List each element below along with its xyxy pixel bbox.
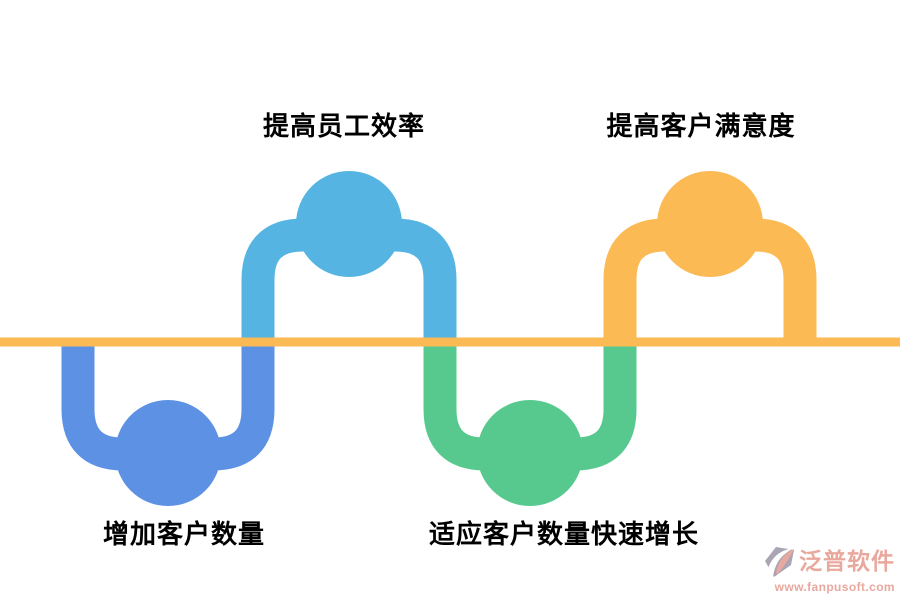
- node-circle-increase-customer-count: [115, 400, 221, 506]
- brand-name: 泛普软件: [799, 548, 895, 575]
- node-circle-adapt-rapid-customer-growth: [477, 400, 583, 506]
- brand-logo-icon: [765, 547, 794, 577]
- node-circle-improve-employee-efficiency: [296, 171, 402, 277]
- label-increase-customer-count: 增加客户数量: [102, 519, 266, 549]
- brand-logo-swoosh-accent: [776, 549, 794, 574]
- brand-watermark: 泛普软件 www.fanpusoft.com: [757, 544, 895, 594]
- label-improve-employee-efficiency: 提高员工效率: [262, 111, 426, 141]
- node-circle-improve-customer-satisfaction: [657, 171, 763, 277]
- label-adapt-rapid-customer-growth: 适应客户数量快速增长: [428, 519, 700, 549]
- brand-url: www.fanpusoft.com: [774, 580, 895, 594]
- label-improve-customer-satisfaction: 提高客户满意度: [606, 111, 796, 141]
- brand-logo-swoosh-white: [767, 548, 794, 577]
- baseline: [0, 337, 900, 347]
